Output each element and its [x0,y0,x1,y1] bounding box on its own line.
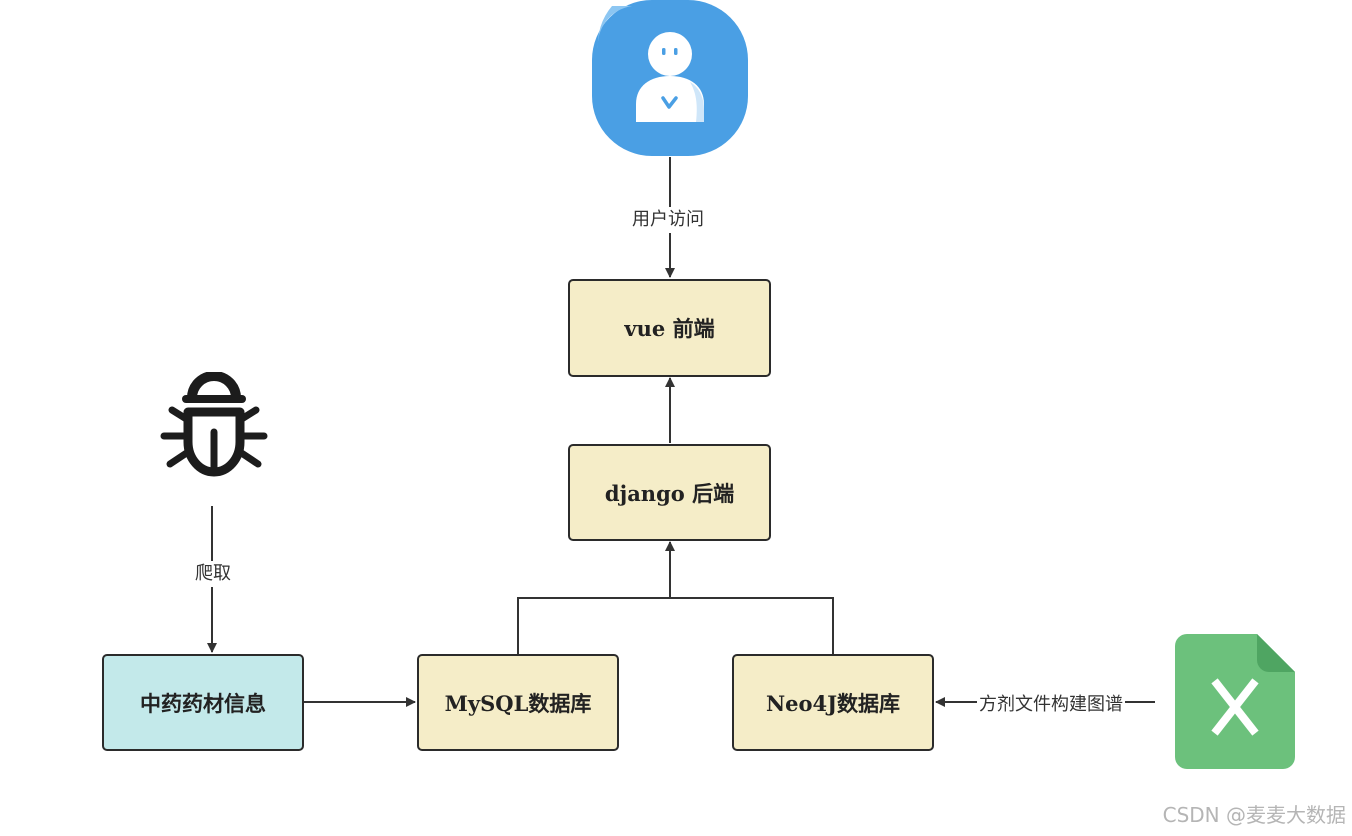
watermark: CSDN @麦麦大数据 [1162,803,1346,827]
bug-icon [158,371,270,486]
excel-file-icon [1175,634,1295,769]
user-avatar-icon [592,0,748,156]
edge-label-user-access: 用户访问 [630,207,706,233]
django-backend-node: django 后端 [568,444,771,541]
neo4j-db-node: Neo4J数据库 [732,654,934,751]
vue-frontend-node: vue 前端 [568,279,771,377]
mysql-db-node: MySQL数据库 [417,654,619,751]
edge-label-prescription-graph: 方剂文件构建图谱 [977,692,1125,718]
herb-info-node: 中药药材信息 [102,654,304,751]
edge-label-crawl: 爬取 [193,561,233,587]
edge-databases-to-django [517,597,834,654]
